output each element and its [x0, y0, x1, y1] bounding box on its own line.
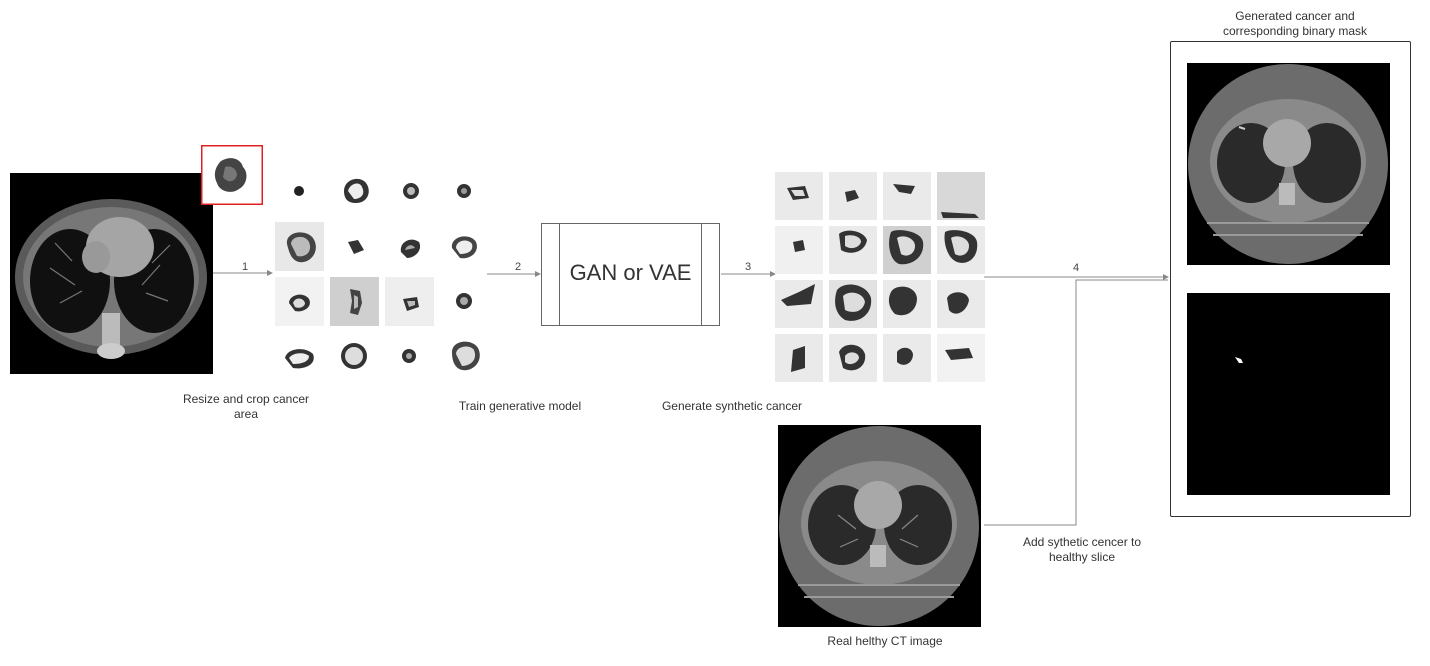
model-box-right-bar [701, 224, 702, 325]
model-label: GAN or VAE [569, 260, 692, 285]
cropped-tumor-grid [275, 167, 488, 380]
caption-generate-cancer: Generate synthetic cancer [661, 399, 803, 413]
generative-model-box: GAN or VAE [541, 223, 720, 326]
caption-resize-crop: Resize and crop cancer area [182, 392, 310, 421]
zoomed-tumor-crop [201, 145, 263, 205]
model-box-left-bar [559, 224, 560, 325]
real-healthy-ct-image [778, 425, 981, 627]
input-ct-image [10, 173, 213, 374]
merge-connector [984, 279, 1168, 526]
binary-mask-image [1187, 293, 1390, 495]
synthetic-tumor-grid [775, 172, 985, 382]
caption-real-ct: Real helthy CT image [827, 634, 943, 648]
step-3-number: 3 [745, 261, 752, 273]
caption-output: Generated cancer and corresponding binar… [1222, 9, 1368, 38]
caption-add-to-slice: Add sythetic cencer to healthy slice [1022, 535, 1142, 564]
step-4-number: 4 [1073, 262, 1080, 274]
generated-ct-image [1187, 63, 1390, 265]
step-2-number: 2 [515, 261, 522, 273]
output-frame [1170, 41, 1411, 517]
caption-train-model: Train generative model [458, 399, 582, 413]
step-1-number: 1 [242, 261, 249, 273]
